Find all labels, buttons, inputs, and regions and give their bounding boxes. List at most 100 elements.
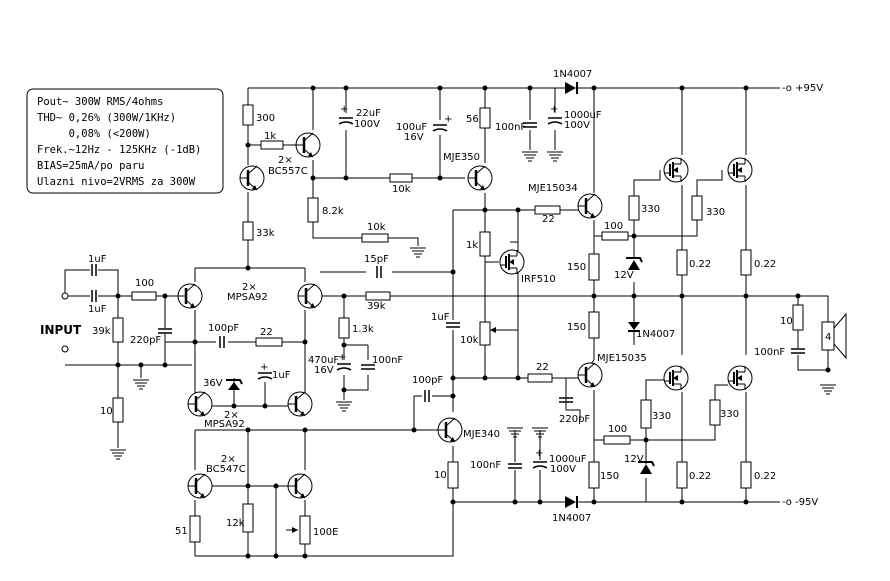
label-r22: 22 [536,362,549,373]
label-c1000u: 1000uF [564,110,602,121]
label-voltage: 16V [314,365,334,376]
svg-text:+: + [260,362,268,373]
spec-line: 0,08% (<200W) [37,128,151,140]
label-c470u: 470uF [308,355,339,366]
label-r150: 150 [600,471,619,482]
input-terminal-icon [61,292,69,300]
spec-line: Frek.~12Hz - 125KHz (-1dB) [37,144,201,156]
label-r10k: 10k [392,184,411,195]
label-r330: 330 [652,411,671,422]
label-mpsa92: MPSA92 [204,419,245,430]
label-r1k: 1k [466,240,478,251]
label-c100n: 100nF [372,355,403,366]
svg-text:+: + [340,104,348,115]
label-count: 2× [278,155,293,166]
svg-text:+: + [338,352,346,363]
label-r300: 300 [256,113,275,124]
label-r22: 22 [260,327,273,338]
label-r10: 10 [100,406,113,417]
label-c100n: 100nF [754,347,785,358]
label-bc547c: BC547C [206,464,246,475]
diodes [226,82,655,508]
label-12v: 12V [614,270,634,281]
label-r22: 22 [542,214,555,225]
label-r39k: 39k [367,301,386,312]
label-voltage: 100V [564,120,590,131]
label-r10k: 10k [460,335,479,346]
label-r51: 51 [175,526,188,537]
label-c100n: 100nF [495,122,526,133]
label-1n4007: 1N4007 [636,329,675,340]
label-r10: 10 [434,470,447,481]
label-c220p: 220pF [559,414,590,425]
label-mje350: MJE350 [443,152,480,163]
label-r39k: 39k [92,326,111,337]
labels: 300 1k 2× BC557C 33k 8.2k 10k 10k 22uF 1… [40,69,831,538]
label-c1u: 1uF [88,254,107,265]
label-r330: 330 [706,207,725,218]
label-c220p: 220pF [130,335,161,346]
label-mje15035: MJE15035 [597,353,647,364]
label-negative-rail: -o -95V [782,497,818,508]
label-count: 2× [224,410,239,421]
label-c100p: 100pF [412,375,443,386]
label-r33k: 33k [256,228,275,239]
label-r100e: 100E [313,527,338,538]
label-r12k: 12k [226,518,245,529]
speaker-icon [821,312,847,360]
label-mje340: MJE340 [463,429,500,440]
label-1n4007: 1N4007 [553,69,592,80]
label-count: 2× [242,282,257,293]
label-voltage: 100V [550,464,576,475]
label-r022: 0.22 [754,471,776,482]
label-voltage: 100V [354,119,380,130]
label-r022: 0.22 [754,259,776,270]
label-12v: 12V [624,454,644,465]
label-c100n: 100nF [470,460,501,471]
spec-line: Ulazni nivo=2VRMS za 300W [37,176,196,188]
svg-text:+: + [550,104,558,115]
label-positive-rail: -o +95V [782,83,823,94]
label-r330: 330 [720,409,739,420]
label-r022: 0.22 [689,471,711,482]
label-r10: 10 [780,316,793,327]
label-mje15034: MJE15034 [528,183,578,194]
spec-box: Pout~ 300W RMS/4ohms THD~ 0,26% (300W/1K… [26,88,224,194]
label-c1000u: 1000uF [549,454,587,465]
junctions [115,85,831,559]
label-c1u: 1uF [88,304,107,315]
polarity-marks: + + + + + + [260,104,558,459]
label-c1u: 1uF [431,312,450,323]
label-r022: 0.22 [689,259,711,270]
transistors [176,131,753,500]
label-r8k2: 8.2k [322,206,344,217]
label-mpsa92: MPSA92 [227,292,268,303]
spec-line: Pout~ 300W RMS/4ohms [37,96,163,108]
label-voltage: 16V [404,132,424,143]
label-r100: 100 [604,221,623,232]
label-r100: 100 [135,278,154,289]
label-r150: 150 [567,322,586,333]
svg-text:+: + [444,114,452,125]
label-bc557c: BC557C [268,166,308,177]
label-r1k: 1k [264,131,276,142]
spec-line: BIAS=25mA/po paru [37,160,144,172]
label-count: 2× [221,454,236,465]
label-r10k: 10k [367,222,386,233]
resistors [112,104,834,545]
label-c1u: 1uF [272,370,291,381]
label-r56: 56 [466,114,479,125]
label-c15p: 15pF [364,254,389,265]
svg-text:+: + [535,448,543,459]
label-r150: 150 [567,262,586,273]
label-1n4007: 1N4007 [552,513,591,524]
spec-line: THD~ 0,26% (300W/1KHz) [37,112,176,124]
input-label: INPUT [40,323,82,337]
label-r330: 330 [641,204,660,215]
label-c100u: 100uF [396,122,427,133]
label-36v: 36V [203,378,223,389]
label-r1k3: 1.3k [352,324,374,335]
label-r100: 100 [608,424,627,435]
label-c22u: 22uF [356,108,381,119]
